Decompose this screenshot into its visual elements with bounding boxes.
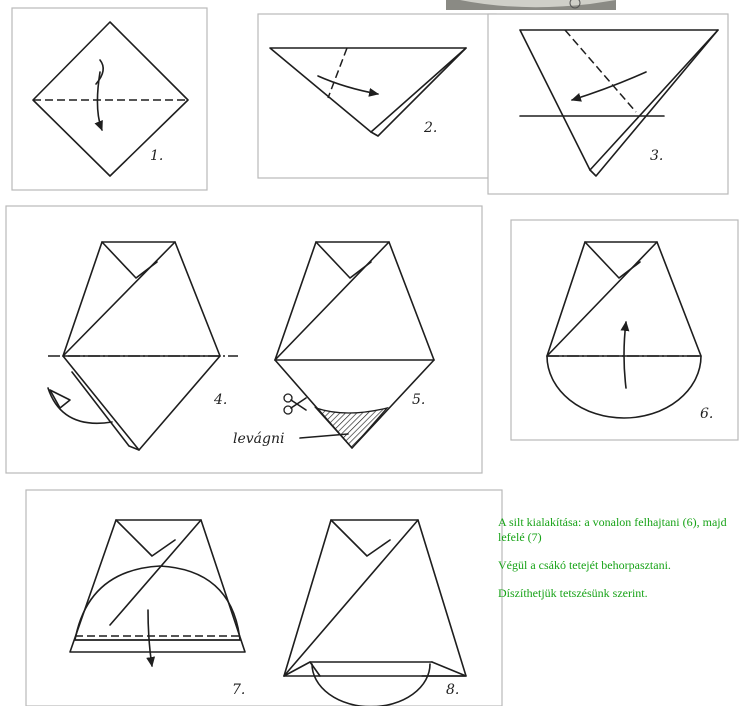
- step-8-number: 8.: [446, 682, 459, 698]
- step-4-number: 4.: [213, 392, 227, 408]
- instruction-notes: A silt kialakítása: a vonalon felhajtani…: [498, 515, 748, 614]
- step-3-panel: 3.: [488, 14, 728, 194]
- step-6-number: 6.: [700, 406, 713, 422]
- step-1-number: 1.: [150, 148, 163, 164]
- step-4-5-panel: 4. levágni 5.: [6, 206, 482, 473]
- note-brim: A silt kialakítása: a vonalon felhajtani…: [498, 515, 748, 545]
- step-7-8-panel: 7. 8.: [26, 490, 502, 706]
- step-6-panel: 6.: [511, 220, 738, 440]
- note-decorate: Díszíthetjük tetszésünk szerint.: [498, 586, 748, 601]
- step-7-number: 7.: [232, 682, 245, 698]
- cut-label: levágni: [233, 431, 284, 447]
- photo-fragment: [446, 0, 616, 10]
- note-top: Végül a csákó tetejét behorpasztani.: [498, 558, 748, 573]
- step-2-number: 2.: [423, 120, 437, 136]
- step-2-panel: 2.: [258, 14, 496, 178]
- step-5-number: 5.: [412, 392, 425, 408]
- step-1-panel: 1.: [12, 8, 207, 190]
- step-3-number: 3.: [650, 148, 663, 164]
